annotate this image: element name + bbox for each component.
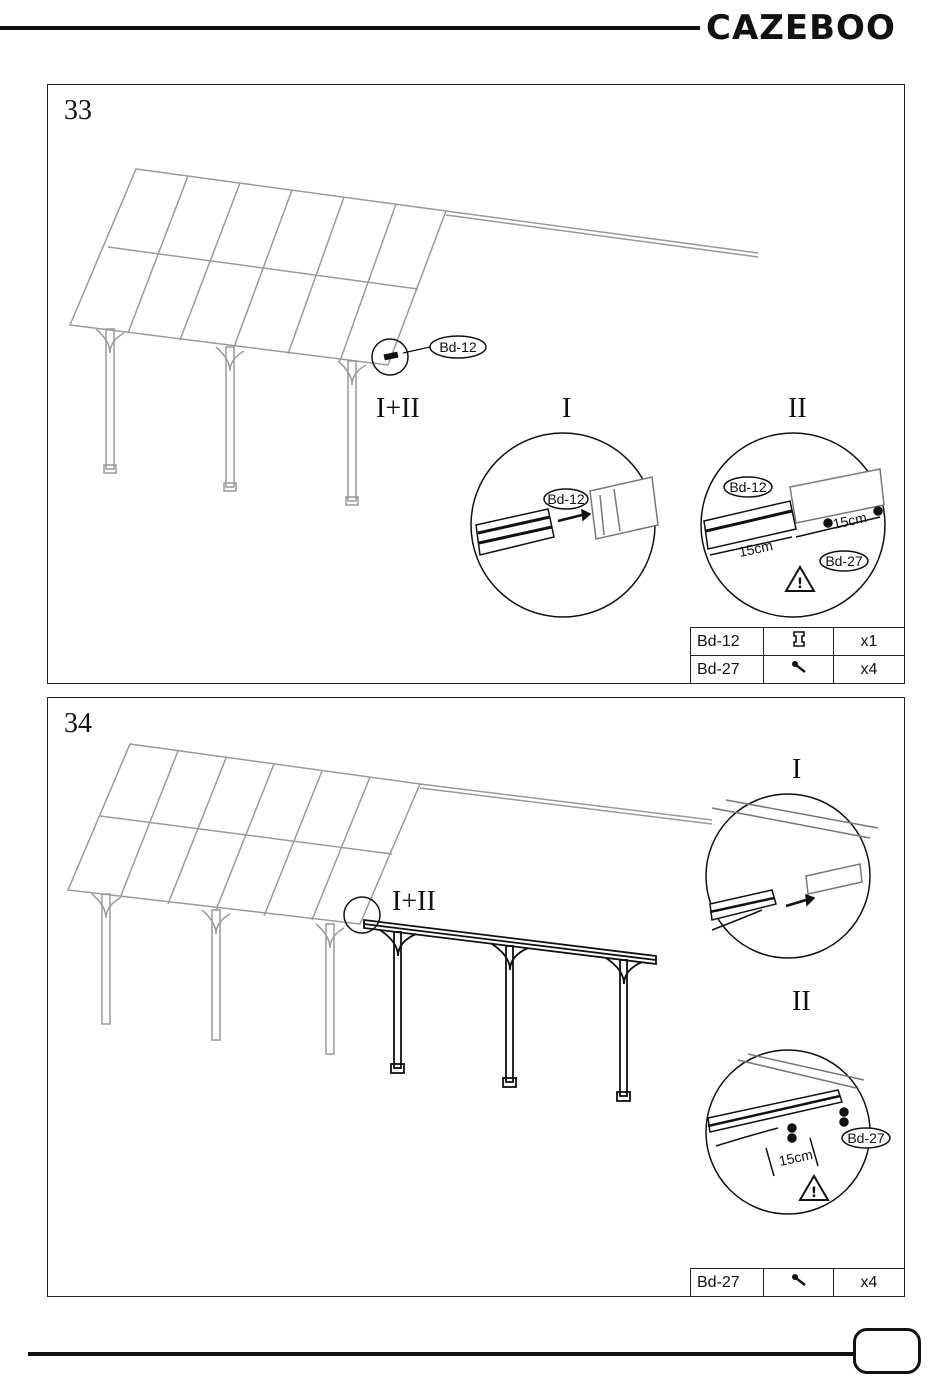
callout-label: I+II bbox=[392, 886, 436, 917]
table-row: Bd-27 x4 bbox=[691, 1269, 905, 1297]
table-row: Bd-27 x4 bbox=[691, 656, 905, 684]
parts-table: Bd-12 x1 Bd-27 x4 bbox=[690, 627, 905, 684]
detail-label-ii: II bbox=[792, 986, 811, 1017]
detail-label-ii: II bbox=[788, 393, 807, 424]
part-code: Bd-12 bbox=[691, 628, 764, 656]
step-34-panel: 34 bbox=[47, 697, 905, 1297]
page-number-tab bbox=[853, 1328, 921, 1374]
new-beam-structure bbox=[364, 920, 656, 1101]
header-rule bbox=[0, 26, 700, 30]
detail-label-i: I bbox=[792, 754, 801, 785]
assembly-diagram: Bd-12 I+II I Bd-12 II 15cm bbox=[48, 85, 904, 683]
existing-roof-structure bbox=[70, 169, 758, 505]
detail-label-i: I bbox=[562, 393, 571, 424]
part-qty: x4 bbox=[834, 656, 905, 684]
svg-text:!: ! bbox=[797, 576, 803, 592]
footer-rule bbox=[28, 1352, 854, 1356]
svg-text:!: ! bbox=[811, 1185, 817, 1201]
screw-icon bbox=[764, 656, 834, 684]
screw-part-label: Bd-27 bbox=[847, 1130, 885, 1146]
part-qty: x4 bbox=[834, 1269, 905, 1297]
step-33-panel: 33 bbox=[47, 84, 905, 684]
bracket-icon bbox=[764, 628, 834, 656]
detail-part-label: Bd-12 bbox=[729, 479, 767, 495]
parts-table: Bd-27 x4 bbox=[690, 1268, 905, 1297]
callout-label: I+II bbox=[376, 393, 420, 424]
detail-part-label: Bd-12 bbox=[547, 491, 585, 507]
callout-part-label: Bd-12 bbox=[439, 339, 477, 355]
screw-part-label: Bd-27 bbox=[825, 553, 863, 569]
part-code: Bd-27 bbox=[691, 656, 764, 684]
part-qty: x1 bbox=[834, 628, 905, 656]
screw-icon bbox=[764, 1269, 834, 1297]
callout-circle bbox=[344, 897, 380, 933]
part-code: Bd-27 bbox=[691, 1269, 764, 1297]
assembly-diagram: I+II I II 15c bbox=[48, 698, 904, 1296]
brand-logo: CAZEBOO bbox=[706, 8, 896, 48]
table-row: Bd-12 x1 bbox=[691, 628, 905, 656]
existing-roof-structure bbox=[68, 744, 712, 1054]
